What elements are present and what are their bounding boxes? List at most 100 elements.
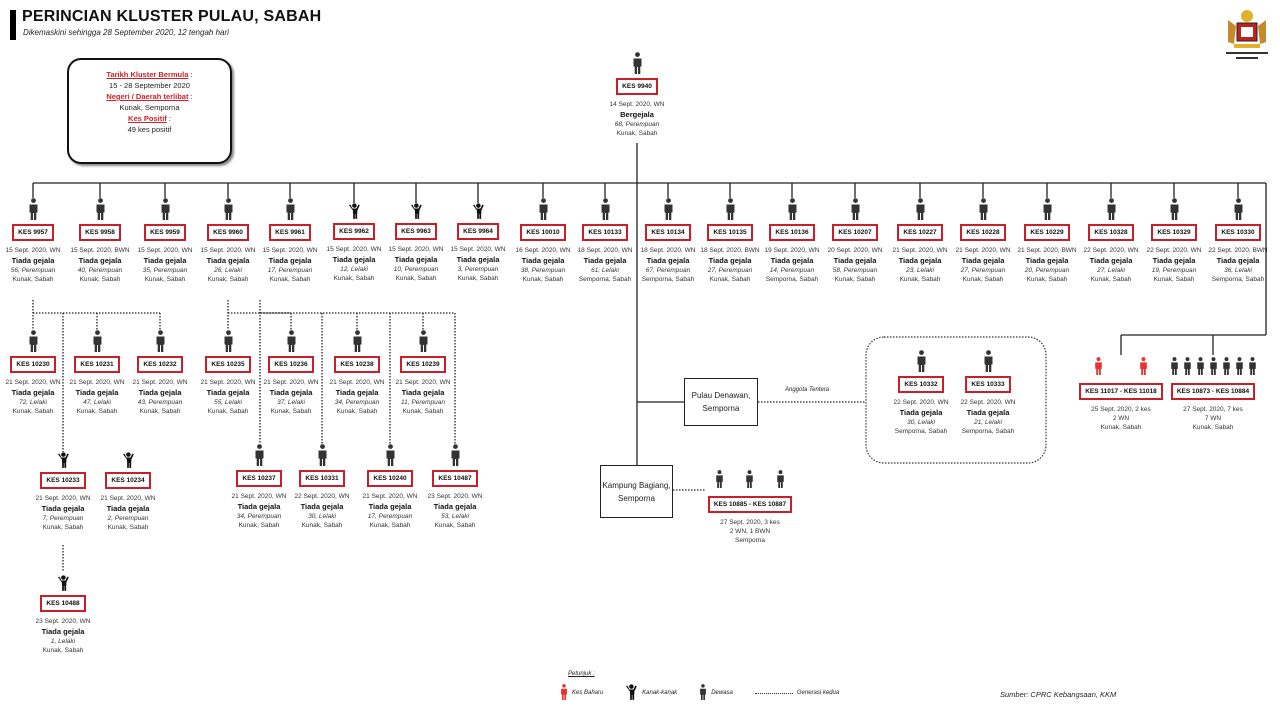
case-node: KES 10136 19 Sept. 2020, WN Tiada gejala… — [759, 198, 825, 284]
adult-icon — [1078, 198, 1144, 220]
case-status: Tiada gejala — [11, 388, 55, 397]
case-location: Kunak, Sabah — [270, 408, 312, 415]
child-icon — [445, 203, 511, 219]
case-location: Semporna, Sabah — [641, 276, 695, 283]
case-status: Tiada gejala — [335, 388, 379, 397]
case-date: 15 Sept. 2020, BWN — [70, 247, 130, 254]
case-node: KES 10135 18 Sept. 2020, BWN Tiada gejal… — [697, 198, 763, 284]
case-id-badge: KES 9957 — [12, 224, 54, 241]
case-date: 22 Sept. 2020, WN — [1146, 247, 1202, 254]
case-status: Tiada gejala — [268, 256, 312, 265]
case-location: Kunak, Sabah — [522, 276, 564, 283]
adult-icon — [195, 198, 261, 220]
case-node: KES 9962 15 Sept. 2020, WN Tiada gejala … — [321, 203, 387, 283]
case-location: Semporna, Sabah — [894, 428, 948, 435]
case-range-badge: KES 10873 - KES 10884 — [1170, 383, 1256, 400]
case-age-sex: 27, Perempuan — [960, 267, 1006, 274]
case-age-sex: 14, Perempuan — [769, 267, 815, 274]
state-label: Negeri / Daerah terlibat — [106, 92, 189, 101]
group-line-1: 25 Sept. 2020, 2 kes — [1091, 406, 1151, 413]
case-node: KES 10207 20 Sept. 2020, WN Tiada gejala… — [822, 198, 888, 284]
case-status: Tiada gejala — [75, 388, 119, 397]
adult-icon — [888, 350, 954, 372]
case-group: KES 11017 - KES 11018 25 Sept. 2020, 2 k… — [1076, 357, 1166, 432]
adult-icon — [1205, 198, 1271, 220]
case-node: KES 10239 21 Sept. 2020, WN Tiada gejala… — [390, 330, 456, 416]
case-location: Kunak, Sabah — [12, 276, 54, 283]
state-value: Kunak, Semporna — [119, 103, 180, 112]
case-status: Tiada gejala — [394, 255, 438, 264]
case-date: 18 Sept. 2020, BWN — [700, 247, 760, 254]
child-icon — [30, 452, 96, 468]
case-status: Tiada gejala — [646, 256, 690, 265]
case-location: Kunak, Sabah — [12, 408, 54, 415]
case-status: Tiada gejala — [41, 504, 85, 513]
case-date: 20 Sept. 2020, WN — [827, 247, 883, 254]
case-node: KES 10230 21 Sept. 2020, WN Tiada gejala… — [0, 330, 66, 416]
case-date: 21 Sept. 2020, WN — [200, 379, 256, 386]
adult-icon — [822, 198, 888, 220]
start-date-label: Tarikh Kluster Bermula — [106, 70, 189, 79]
case-node: KES 10133 18 Sept. 2020, WN Tiada gejala… — [572, 198, 638, 284]
case-date: 22 Sept. 2020, WN — [893, 399, 949, 406]
case-location: Kunak, Sabah — [207, 276, 249, 283]
case-status: Tiada gejala — [521, 256, 565, 265]
adult-icon — [127, 330, 193, 352]
case-location: Kunak, Sabah — [107, 524, 149, 531]
group-line-2: 7 WN — [1204, 415, 1222, 422]
case-id-badge: KES 10136 — [769, 224, 815, 241]
case-node: KES 9957 15 Sept. 2020, WN Tiada gejala … — [0, 198, 66, 284]
case-date: 15 Sept. 2020, WN — [200, 247, 256, 254]
case-id-badge: KES 10234 — [105, 472, 151, 489]
case-id-badge: KES 10238 — [334, 356, 380, 373]
case-location: Kunak, Sabah — [336, 408, 378, 415]
case-id-badge: KES 10227 — [897, 224, 943, 241]
case-location: Kunak, Sabah — [962, 276, 1004, 283]
case-id-badge: KES 10133 — [582, 224, 628, 241]
case-id-badge: KES 10328 — [1088, 224, 1134, 241]
case-id-badge: KES 10233 — [40, 472, 86, 489]
case-age-sex: 7, Perempuan — [42, 515, 84, 522]
case-id-badge: KES 10232 — [137, 356, 183, 373]
case-node: KES 10229 21 Sept. 2020, BWN Tiada gejal… — [1014, 198, 1080, 284]
case-location: Semporna, Sabah — [578, 276, 632, 283]
case-group: KES 10885 - KES 10887 27 Sept. 2020, 3 k… — [705, 470, 795, 545]
adult-icon — [258, 330, 324, 352]
case-date: 21 Sept. 2020, WN — [263, 379, 319, 386]
case-status: Tiada gejala — [456, 255, 500, 264]
case-node: KES 10235 21 Sept. 2020, WN Tiada gejala… — [195, 330, 261, 416]
child-icon — [30, 575, 96, 591]
case-status: Tiada gejala — [143, 256, 187, 265]
adult-icon — [257, 198, 323, 220]
case-age-sex: 1, Lelaki — [50, 638, 76, 645]
case-node: KES 10240 21 Sept. 2020, WN Tiada gejala… — [357, 444, 423, 530]
case-date: 22 Sept. 2020, WN — [960, 399, 1016, 406]
case-age-sex: 10, Perempuan — [393, 266, 439, 273]
case-id-badge: KES 10237 — [236, 470, 282, 487]
government-crest-logo — [1222, 6, 1272, 62]
case-age-sex: 19, Perempuan — [1151, 267, 1197, 274]
case-status: Tiada gejala — [11, 256, 55, 265]
case-node: KES 10134 18 Sept. 2020, WN Tiada gejala… — [635, 198, 701, 284]
case-status: Tiada gejala — [401, 388, 445, 397]
case-date: 21 Sept. 2020, WN — [955, 247, 1011, 254]
case-location: Kunak, Sabah — [333, 275, 375, 282]
adult-icon — [759, 198, 825, 220]
case-date: 14 Sept. 2020, WN — [609, 101, 665, 108]
dotted-line-icon — [754, 692, 793, 694]
link-label-anggota-tentera: Anggota Tentera — [785, 387, 830, 393]
case-date: 23 Sept. 2020, WN — [427, 493, 483, 500]
case-status: Tiada gejala — [583, 256, 627, 265]
case-id-badge: KES 10010 — [520, 224, 566, 241]
case-location: Kunak, Sabah — [79, 276, 121, 283]
case-age-sex: 67, Perempuan — [645, 267, 691, 274]
case-node: KES 10232 21 Sept. 2020, WN Tiada gejala… — [127, 330, 193, 416]
case-node: KES 10010 16 Sept. 2020, WN Tiada gejala… — [510, 198, 576, 284]
case-id-badge: KES 9959 — [144, 224, 186, 241]
case-node: KES 9958 15 Sept. 2020, BWN Tiada gejala… — [67, 198, 133, 284]
case-age-sex: 58, Perempuan — [832, 267, 878, 274]
case-node: KES 10231 21 Sept. 2020, WN Tiada gejala… — [64, 330, 130, 416]
adult-icon — [357, 444, 423, 466]
case-age-sex: 23, Lelaki — [906, 267, 934, 274]
